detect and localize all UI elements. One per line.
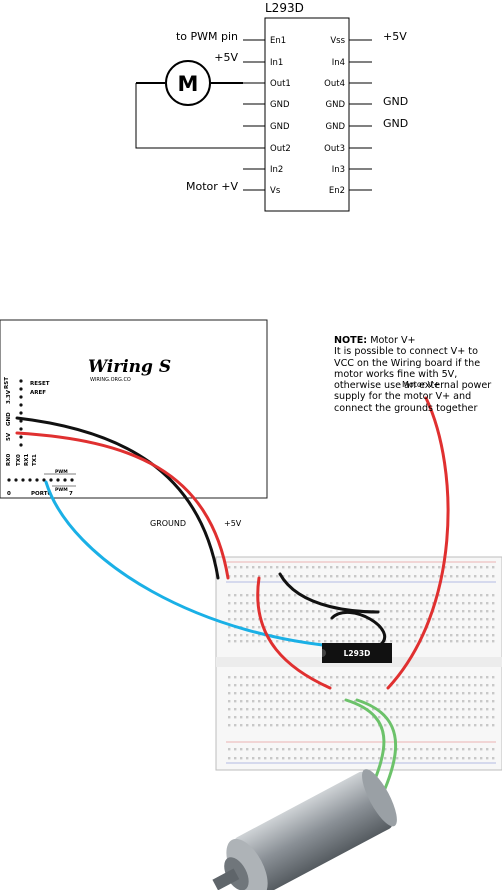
pin-gnd-l1: GND — [270, 100, 290, 110]
l293d-chip: L293D — [322, 643, 392, 663]
pwm-label: PWM — [55, 469, 68, 475]
pin-aref-label: AREF — [30, 390, 46, 396]
note-heading: NOTE: — [334, 335, 368, 346]
pin-vs: Vs — [270, 186, 281, 196]
port-num-right: 7 — [69, 491, 73, 497]
board-logo: Wiring S — [88, 357, 171, 377]
wires — [15, 396, 450, 824]
ground-label: GROUND — [150, 519, 186, 528]
pin-in2: In2 — [270, 165, 283, 175]
board-url: WIRING.ORG.CO — [90, 377, 131, 383]
side-label-33v: 3.3V — [6, 389, 12, 404]
pin-in1: In1 — [270, 58, 283, 68]
pin-en1: En1 — [270, 36, 286, 46]
pin-out3: Out3 — [324, 144, 345, 154]
pin-out4: Out4 — [324, 79, 345, 89]
pin-gnd-r1: GND — [326, 100, 346, 110]
label-motor-v: Motor +V — [186, 180, 238, 193]
bottom-label-rx0: RX0 — [6, 454, 12, 466]
pin-out1: Out1 — [270, 79, 291, 89]
pin-in4: In4 — [332, 58, 345, 68]
label-vss-5v: +5V — [383, 30, 407, 43]
pin-en2: En2 — [329, 186, 345, 196]
pin-out2: Out2 — [270, 144, 291, 154]
bottom-label-tx0: TX0 — [16, 454, 22, 466]
pwm-label-2: PWM — [55, 487, 68, 493]
wiring-board: Wiring S WIRING.ORG.CO RESET AREF RST 3.… — [0, 319, 268, 499]
motor-symbol — [165, 60, 211, 106]
label-gnd-a: GND — [383, 95, 408, 108]
pin-in3: In3 — [332, 165, 345, 175]
bottom-label-rx1: RX1 — [24, 454, 30, 466]
side-label-gnd: GND — [6, 412, 12, 426]
bottom-label-tx1: TX1 — [32, 454, 38, 466]
pin-gnd-l2: GND — [270, 122, 290, 132]
motor-letter: M — [178, 72, 199, 96]
label-to-pwm: to PWM pin — [176, 30, 238, 43]
port-num-left: 0 — [7, 491, 11, 497]
side-label-5v: 5V — [6, 432, 12, 441]
chip-title: L293D — [265, 1, 304, 15]
pin-gnd-r2: GND — [326, 122, 346, 132]
pin-reset-label: RESET — [30, 381, 50, 387]
port-label: PORT0 — [31, 491, 51, 497]
side-label-rst: RST — [4, 377, 10, 389]
note-heading-rest: Motor V+ — [370, 335, 416, 346]
label-gnd-b: GND — [383, 117, 408, 130]
plus5v-label: +5V — [224, 519, 242, 528]
pin-vss: Vss — [330, 36, 345, 46]
note-box: NOTE: Motor V+ It is possible to connect… — [334, 335, 500, 414]
label-in1-5v: +5V — [214, 51, 238, 64]
schematic: L293D En1 In1 Out1 GND GND Out2 In2 — [135, 1, 408, 212]
chip-body — [264, 17, 350, 212]
motor-v-label: Motor V+ — [402, 380, 440, 389]
breadboard — [215, 556, 502, 771]
dc-motor-icon — [212, 769, 397, 890]
chip-label: L293D — [344, 649, 371, 658]
note-body: It is possible to connect V+ to VCC on t… — [334, 346, 492, 414]
